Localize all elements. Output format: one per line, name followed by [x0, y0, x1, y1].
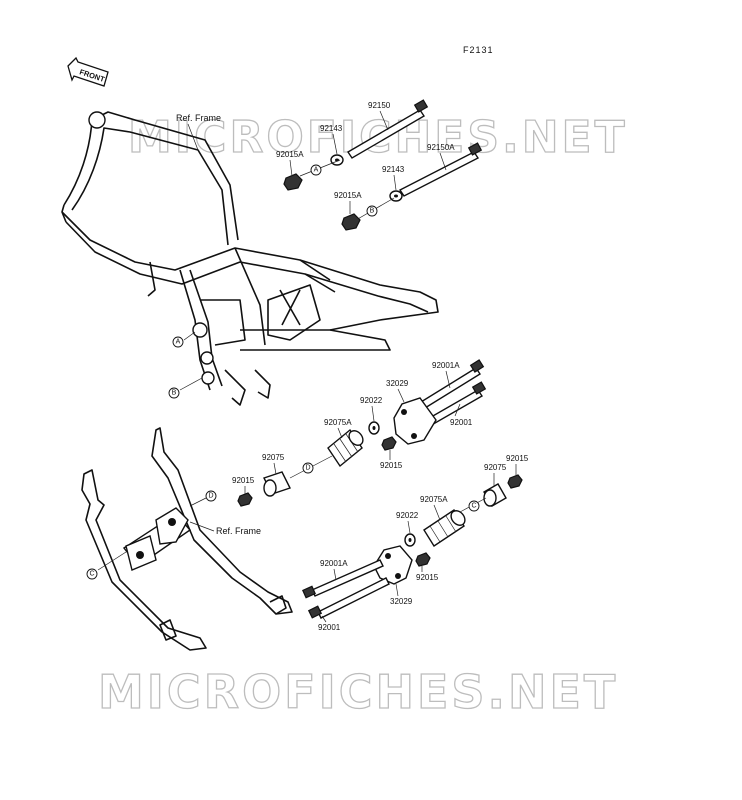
- label-92022-bottom: 92022: [396, 511, 419, 520]
- label-92001A-top: 92001A: [432, 361, 460, 370]
- nut-92015A-mid: [341, 213, 361, 231]
- label-32029-top: 32029: [386, 379, 409, 388]
- label-92015A-mid: 92015A: [334, 191, 362, 200]
- bracket-32029-bottom: [373, 545, 413, 585]
- callout-c-bottom: C: [459, 497, 487, 513]
- label-92015-left: 92015: [232, 476, 255, 485]
- callout-a-frame: A: [172, 331, 196, 348]
- label-92143-top: 92143: [320, 124, 343, 133]
- damper-92075A-bottom: [423, 509, 466, 547]
- bolt-92150A: [398, 142, 483, 197]
- label-92001-top: 92001: [450, 418, 473, 427]
- lower-subframe: [81, 427, 293, 651]
- svg-text:A: A: [314, 167, 319, 174]
- svg-text:C: C: [471, 503, 476, 510]
- label-92015-mid: 92015: [380, 461, 403, 470]
- label-92001A-bottom: 92001A: [320, 559, 348, 568]
- svg-text:B: B: [172, 390, 177, 397]
- callout-b-frame: B: [168, 377, 203, 399]
- label-92015A-top: 92015A: [276, 150, 304, 159]
- figure-code: F2131: [463, 45, 494, 55]
- callout-d-top: D: [289, 455, 333, 479]
- svg-text:A: A: [176, 339, 181, 346]
- nut-92015A-top: [283, 173, 303, 191]
- label-92150A: 92150A: [427, 143, 455, 152]
- svg-text:D: D: [208, 493, 213, 500]
- nut-92015-bottom: [415, 552, 431, 567]
- label-92143-mid: 92143: [382, 165, 405, 174]
- bolt-92001A-bottom: [302, 559, 384, 599]
- callout-a-bolt: A: [299, 159, 341, 177]
- ref-frame-label-top: Ref. Frame: [176, 113, 221, 123]
- svg-text:B: B: [370, 208, 375, 215]
- watermark-bottom: MICROFICHES.NET: [98, 665, 618, 719]
- callout-d-subframe: D: [189, 490, 217, 507]
- bushing-92075-left: [263, 471, 291, 497]
- washer-92143-top: [330, 154, 344, 166]
- nut-92015-right: [507, 474, 523, 489]
- label-92075A-top: 92075A: [324, 418, 352, 427]
- ref-frame-label-bottom: Ref. Frame: [216, 526, 261, 536]
- bushing-92075-right: [483, 483, 507, 507]
- main-frame: [61, 111, 439, 406]
- callout-b-bolt: B: [355, 197, 395, 221]
- callout-c-subframe: C: [86, 551, 127, 580]
- bolt-92150: [347, 99, 429, 159]
- label-92150: 92150: [368, 101, 391, 110]
- svg-text:D: D: [305, 465, 310, 472]
- label-32029-bottom: 32029: [390, 597, 413, 606]
- label-92015-right: 92015: [506, 454, 529, 463]
- label-92075A-bottom: 92075A: [420, 495, 448, 504]
- nut-92015-left: [237, 492, 253, 507]
- label-92015-bottom: 92015: [416, 573, 439, 582]
- nut-92015-mid: [381, 436, 397, 451]
- label-92022-top: 92022: [360, 396, 383, 405]
- damper-92075A-top: [327, 428, 364, 468]
- front-arrow-icon: FRONT: [67, 56, 109, 87]
- label-92001-bottom: 92001: [318, 623, 341, 632]
- bracket-32029-top: [393, 397, 437, 445]
- svg-text:C: C: [89, 571, 94, 578]
- bolt-92001-bottom: [307, 577, 390, 619]
- label-92075-left: 92075: [262, 453, 285, 462]
- washer-92022-top: [368, 421, 380, 435]
- label-92075-right: 92075: [484, 463, 507, 472]
- washer-92022-bottom: [404, 533, 416, 547]
